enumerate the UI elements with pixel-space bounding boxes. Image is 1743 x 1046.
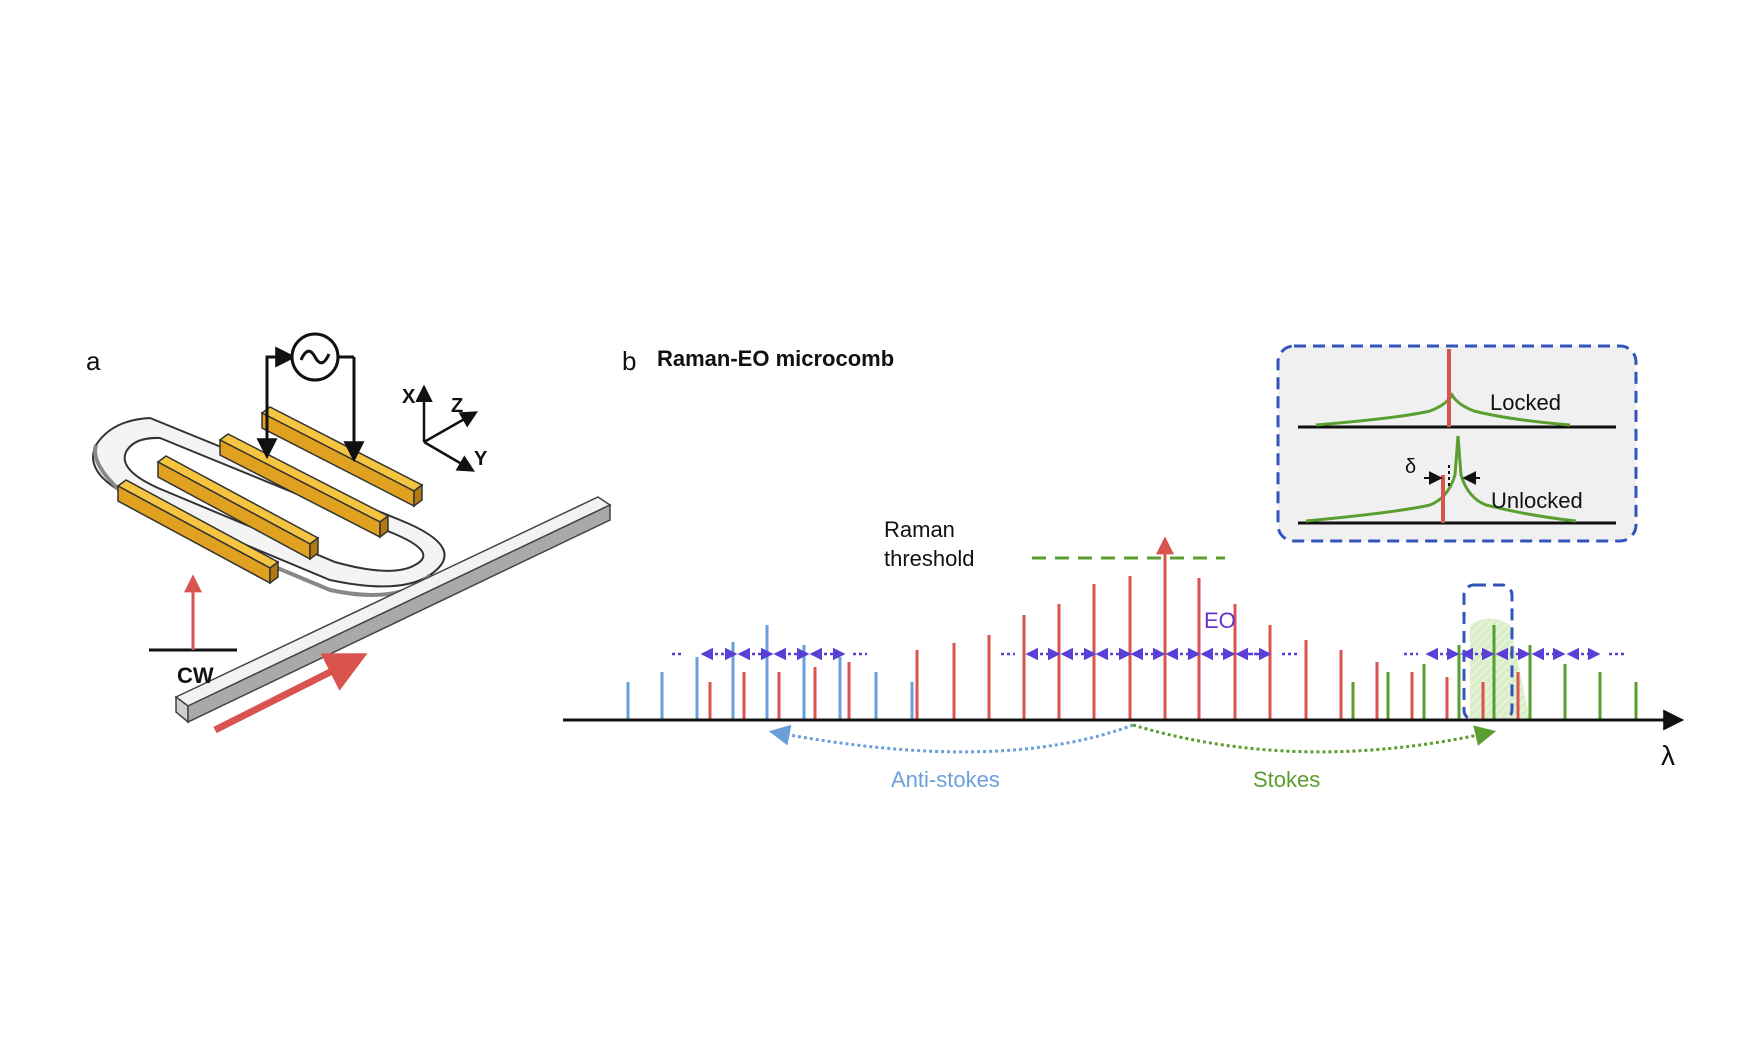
axis-label-x: X: [402, 386, 416, 408]
electrode-bars: [116, 406, 424, 585]
input-light-arrow: [213, 653, 368, 734]
panel-b-title: Raman-EO microcomb: [657, 346, 894, 371]
racetrack-resonator: [92, 416, 446, 597]
bus-waveguide: [174, 496, 612, 724]
detuning-label: δ: [1405, 456, 1416, 478]
anti-stokes-arrow: [768, 723, 1134, 754]
locked-label: Locked: [1490, 390, 1561, 415]
axis-label-y: Y: [474, 448, 488, 470]
unlocked-label: Unlocked: [1491, 488, 1583, 513]
stokes-label: Stokes: [1253, 767, 1320, 792]
cw-label: CW: [177, 663, 214, 688]
stokes-band-highlight: [1470, 618, 1530, 720]
anti-stokes-label: Anti-stokes: [891, 767, 1000, 792]
raman-threshold-label-line1: Raman: [884, 517, 955, 542]
eo-label: EO: [1204, 608, 1236, 633]
electrode-outer-bottom: [116, 479, 280, 585]
wavelength-axis-label: λ: [1661, 740, 1675, 771]
panel-b-label: b: [622, 346, 636, 376]
axis-label-z: Z: [451, 395, 463, 417]
electrode-outer-top: [260, 406, 424, 508]
comb-lines: [626, 536, 1638, 719]
stokes-arrow: [1132, 723, 1497, 754]
electrode-middle-lower: [156, 455, 320, 561]
cw-pump-symbol: CW: [149, 574, 237, 688]
raman-threshold-label-line2: threshold: [884, 546, 975, 571]
crystal-axes: X Z Y: [402, 384, 488, 472]
lock-state-inset: Locked δ Unlocked: [1276, 344, 1638, 543]
rf-source: [256, 332, 365, 463]
rf-source-icon: [290, 332, 340, 382]
panel-a-label: a: [86, 346, 101, 376]
